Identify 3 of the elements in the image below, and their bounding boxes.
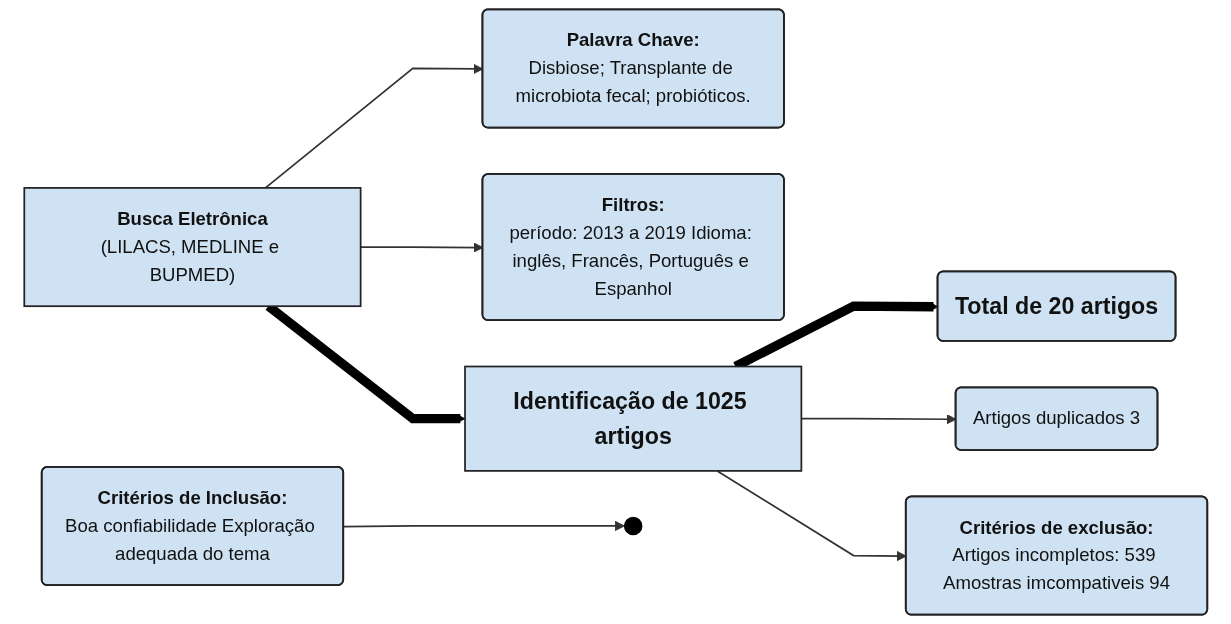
arrow [342,520,625,532]
node-box: Busca Eletrônica (LILACS, MEDLINE e BUPMED) [23,187,362,308]
node-box: Identificação de 1025 artigos [463,365,802,472]
